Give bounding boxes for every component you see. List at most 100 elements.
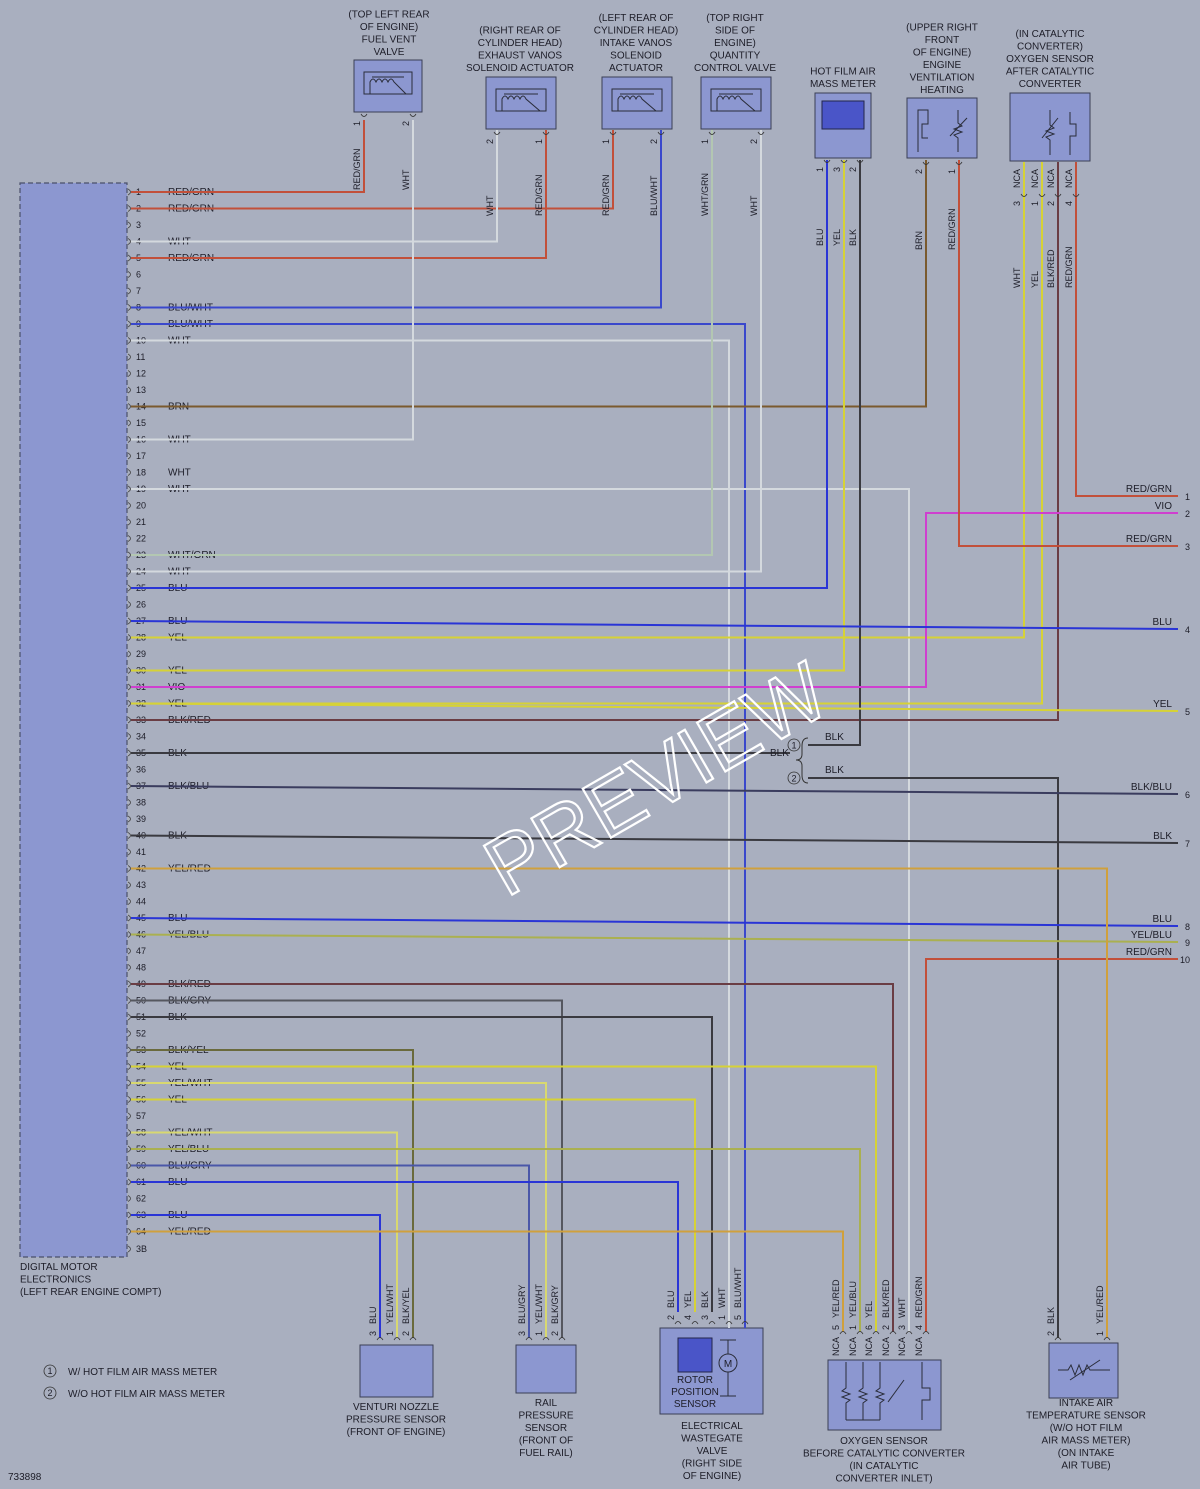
wastegate-title: (RIGHT SIDE [682, 1459, 743, 1470]
dme-pin-terminal [127, 551, 131, 559]
top-wire-label: BLK/RED [1046, 249, 1056, 288]
note-mark-text: 1 [47, 1366, 52, 1376]
top-pin-terminal [922, 161, 930, 165]
dme-pin-terminal [127, 353, 131, 361]
rail-pressure-title: SENSOR [525, 1423, 567, 1434]
top-pin-terminal [823, 159, 831, 163]
wire-rail-pressure-2 [131, 999, 563, 1338]
bottom-pin-number: 3 [368, 1331, 378, 1336]
bottom-wire-label: BLK/GRY [550, 1285, 560, 1324]
wire-hfm-2 [808, 160, 861, 746]
dme-pin-terminal [127, 749, 131, 757]
o2-before-resistor [840, 1362, 852, 1420]
dme-pin-number: 29 [136, 649, 146, 659]
rail-pressure-title: (FRONT OF [519, 1436, 573, 1447]
top-pin-terminal [1038, 193, 1046, 197]
top-pin-terminal [493, 131, 501, 135]
top-wire-label: WHT [1012, 267, 1022, 288]
bottom-wire-label: BLU [368, 1306, 378, 1324]
bottom-pin-terminal [1103, 1337, 1111, 1341]
bottom-wire-label: RED/GRN [914, 1276, 924, 1318]
wire-right-output [130, 834, 1179, 844]
rail-pressure-sensor [515, 1344, 577, 1394]
bottom-nca-label: NCA [831, 1337, 841, 1356]
top-nca-label: NCA [1046, 169, 1056, 188]
dme-pin-terminal [127, 1063, 131, 1070]
top-pin-terminal [657, 131, 665, 135]
exhaust-vanos-title: EXHAUST VANOS [478, 51, 562, 62]
bottom-wire-label: YEL/RED [1095, 1285, 1105, 1324]
top-pin-number: 2 [848, 167, 858, 172]
wire-fuel-vent-1 [131, 120, 365, 193]
dme-pin-terminal [127, 964, 131, 971]
wire-ventilation-heating-2 [131, 160, 927, 408]
bottom-wire-label: BLK/RED [881, 1279, 891, 1318]
o2-before-heater [921, 1362, 931, 1420]
top-pin-terminal [1072, 193, 1080, 197]
wire-iat-1 [131, 867, 1108, 1338]
top-wire-label: RED/GRN [352, 148, 362, 190]
dme-pin-terminal [127, 188, 131, 196]
dme-pin-terminal [127, 1211, 131, 1219]
bottom-pin-terminal [725, 1321, 733, 1325]
dme-pin-number: 21 [136, 517, 146, 527]
top-pin-number: 2 [914, 169, 924, 174]
top-pin-terminal [1020, 193, 1028, 197]
bottom-pin-number: 6 [864, 1325, 874, 1330]
bottom-pin-number: 2 [550, 1331, 560, 1336]
wire-o2-before-1 [131, 1148, 861, 1332]
right-output-label: BLU [1153, 617, 1172, 628]
top-pin-terminal [955, 161, 963, 165]
dme-pin-terminal [127, 1079, 131, 1087]
wire-wastegate-4 [131, 1098, 696, 1312]
dme-pin-terminal [127, 518, 131, 526]
fuel-vent-valve-title: (TOP LEFT REAR [348, 10, 429, 21]
note-mark [43, 1364, 57, 1378]
exhaust-vanos-coil-coil [501, 95, 541, 112]
engine-ventilation-heating-title: (UPPER RIGHT [906, 23, 978, 34]
dme-pin-terminal [127, 898, 131, 905]
oxygen-sensor-before-cat-title: OXYGEN SENSOR [840, 1436, 928, 1447]
dme-pin-number: 3B [136, 1244, 147, 1254]
rail-pressure-title: PRESSURE [518, 1411, 573, 1422]
wire-intake-vanos-1 [131, 130, 614, 210]
dme-pin-terminal [127, 469, 131, 476]
dme-pin-terminal [127, 617, 131, 625]
oxygen-sensor-after-cat-title: AFTER CATALYTIC [1006, 67, 1094, 78]
diagram-id: 733898 [8, 1472, 42, 1483]
dme-pin-terminal [127, 1030, 131, 1037]
dme-pin-number: 38 [136, 798, 146, 808]
dme-pin-terminal [127, 832, 131, 839]
bottom-pin-number: 2 [401, 1331, 411, 1336]
dme-pin-terminal [127, 419, 131, 427]
bottom-pin-terminal [409, 1337, 417, 1341]
wastegate-title: VALVE [697, 1446, 728, 1457]
bottom-pin-number: 1 [534, 1331, 544, 1336]
right-output-label: YEL/BLU [1131, 930, 1172, 941]
wire-exhaust-vanos-2 [131, 130, 498, 243]
splice-mark-1 [787, 738, 801, 752]
bottom-pin-terminal [741, 1321, 749, 1325]
dme-pin-terminal [127, 667, 131, 674]
quantity-control-valve-title: CONTROL VALVE [694, 63, 776, 74]
bottom-pin-number: 1 [717, 1315, 727, 1320]
right-output-number: 2 [1185, 509, 1190, 519]
venturi-nozzle-pressure-sensor [359, 1344, 434, 1398]
wire-o2-after-1 [131, 162, 1043, 705]
top-nca-label: NCA [1064, 169, 1074, 188]
dme-pin-number: 43 [136, 880, 146, 890]
dme-pin-terminal [127, 1145, 131, 1153]
intake-air-temp-title: (W/O HOT FILM [1050, 1423, 1123, 1434]
bottom-wire-label: WHT [717, 1287, 727, 1308]
oxygen-sensor-after-cat-title: OXYGEN SENSOR [1006, 54, 1094, 65]
bottom-wire-label: YEL/RED [831, 1279, 841, 1318]
quantity-control-valve-title: QUANTITY [710, 51, 761, 62]
dme-title-line: ELECTRONICS [20, 1275, 91, 1286]
bottom-pin-number: 4 [683, 1315, 693, 1320]
dme-title-line: DIGITAL MOTOR [20, 1262, 98, 1273]
top-wire-label: RED/GRN [1064, 246, 1074, 288]
exhaust-vanos-title: SOLENOID ACTUATOR [466, 63, 574, 74]
dme-pin-number: 62 [136, 1194, 146, 1204]
right-output-number: 10 [1180, 955, 1190, 965]
